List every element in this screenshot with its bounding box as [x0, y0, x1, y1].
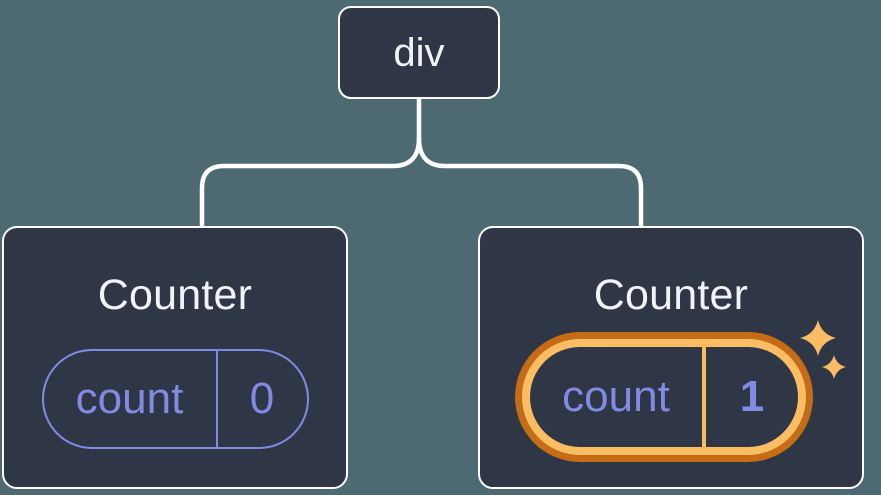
- state-key-label: count: [562, 372, 670, 421]
- connector-right-branch: [416, 135, 644, 231]
- state-pill-right: count 1: [530, 347, 798, 447]
- component-title-right: Counter: [593, 271, 749, 319]
- state-value: 0: [249, 374, 275, 423]
- root-node-label: div: [393, 30, 445, 75]
- counter-card-right: Counter count 1: [478, 226, 864, 489]
- state-key-label: count: [75, 374, 184, 423]
- state-value: 1: [739, 372, 765, 421]
- state-pill-highlight-ring: count 1: [515, 332, 813, 462]
- counter-card-left: Counter count 0: [2, 226, 348, 489]
- state-pill-divider: [702, 347, 706, 447]
- state-pill-left: count 0: [41, 349, 309, 449]
- state-pill-divider: [215, 351, 218, 447]
- state-pill-highlight-inner-ring: count 1: [522, 339, 806, 455]
- sparkles-icon: [800, 320, 846, 379]
- connector-left-branch: [199, 135, 422, 231]
- component-title-left: Counter: [97, 271, 253, 319]
- root-node-div: div: [338, 6, 500, 99]
